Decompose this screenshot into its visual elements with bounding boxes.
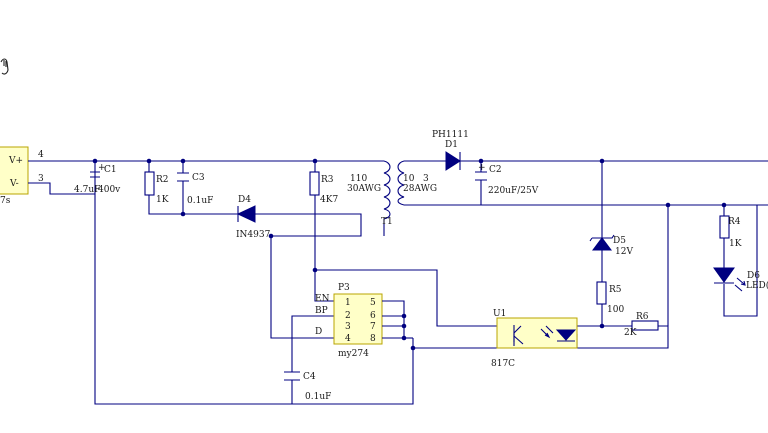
r5-ref: R5	[609, 285, 622, 295]
transformer-t1: T1 110 30AWG 10 3 28AWG	[347, 160, 437, 227]
t1-primary-turns: 110	[350, 174, 367, 184]
capacitor-c3: C3 0.1uF	[177, 172, 213, 206]
led-d6: D6 LED(	[713, 267, 768, 292]
junction-dots	[92, 158, 727, 351]
c4-value: 0.1uF	[305, 392, 331, 402]
t1-primary-wire: 30AWG	[347, 184, 381, 194]
resistor-r5: R5 100	[596, 281, 624, 315]
r3-ref: R3	[321, 175, 334, 185]
capacitor-c4: C4 0.1uF	[284, 371, 331, 402]
p3-pin4-num: 4	[345, 334, 351, 344]
d4-ref: D4	[238, 195, 251, 205]
capacitor-c1: + C1 4.7uF 400v	[74, 163, 121, 195]
r6-value: 2K	[624, 328, 637, 338]
p3-pin-d: D	[315, 327, 322, 337]
diode-d1: PH1111 D1	[432, 130, 469, 171]
r3-value: 4K7	[320, 195, 338, 205]
r4-value: 1K	[729, 239, 742, 249]
input-connector: V+ V- 7s 4 3	[0, 146, 44, 206]
r4-ref: R4	[728, 217, 741, 227]
c3-ref: C3	[192, 173, 205, 183]
net-label-4: 4	[38, 150, 44, 160]
t1-secondary-wire: 28AWG	[403, 184, 437, 194]
d4-value: IN4937	[236, 230, 271, 240]
optocoupler-u1: U1 817C	[491, 309, 578, 369]
zener-diode-d5: D5 12V	[589, 234, 633, 257]
p3-pin6-num: 6	[370, 311, 376, 321]
c2-plus: +	[478, 163, 486, 173]
p3-pin-bp: BP	[315, 306, 328, 316]
t1-ref: T1	[381, 217, 393, 227]
d6-value: LED(	[746, 280, 768, 291]
p3-pin5-num: 5	[370, 298, 376, 308]
resistor-r6: R6 2K	[624, 312, 659, 338]
wires	[28, 160, 768, 405]
p3-pin-en: EN	[315, 294, 330, 304]
r5-value: 100	[607, 305, 624, 315]
d5-ref: D5	[613, 236, 626, 246]
r6-ref: R6	[636, 312, 649, 322]
t1-secondary-turns-b: 3	[423, 174, 429, 184]
diode-d4: D4 IN4937	[236, 195, 271, 240]
input-connector-body	[0, 146, 29, 195]
hand-cursor-icon	[0, 58, 9, 75]
d6-ref: D6	[747, 271, 760, 281]
p3-pin3-num: 3	[345, 322, 351, 332]
p3-pin8-num: 8	[370, 334, 376, 344]
resistor-r3: R3 4K7	[309, 171, 338, 205]
ic-p3-body	[333, 293, 383, 345]
c2-value: 220uF/25V	[488, 186, 539, 196]
u1-ref: U1	[493, 309, 506, 319]
c3-value: 0.1uF	[187, 196, 213, 206]
c2-ref: C2	[489, 165, 502, 175]
c1-value-right: 400v	[98, 185, 121, 195]
r2-ref: R2	[156, 175, 169, 185]
ic-p3: P3 my274 EN BP D 1 2 3 4 5 6 7 8	[315, 283, 392, 359]
p3-part: my274	[338, 349, 369, 359]
p3-pin2-num: 2	[345, 311, 351, 321]
net-label-3: 3	[38, 174, 44, 184]
resistor-r4: R4 1K	[719, 215, 742, 249]
c1-ref: C1	[104, 165, 117, 175]
r2-value: 1K	[156, 195, 169, 205]
p3-pin7-num: 7	[370, 322, 376, 332]
connector-pin-vplus: V+	[8, 156, 23, 166]
u1-value: 817C	[491, 359, 515, 369]
c1-value-left: 4.7uF	[74, 185, 100, 195]
t1-secondary-turns-a: 10	[403, 174, 415, 184]
resistor-r2: R2 1K	[144, 171, 169, 205]
c1-plus: +	[98, 163, 106, 173]
connector-partial-label: 7s	[0, 196, 11, 206]
d1-ref: D1	[445, 140, 458, 150]
p3-pin1-num: 1	[345, 298, 351, 308]
p3-ref: P3	[338, 283, 350, 293]
capacitor-c2: + C2 220uF/25V	[475, 163, 539, 196]
c4-ref: C4	[303, 372, 316, 382]
connector-pin-vminus: V-	[9, 179, 19, 189]
d1-part: PH1111	[432, 130, 469, 140]
d5-value: 12V	[615, 247, 633, 257]
